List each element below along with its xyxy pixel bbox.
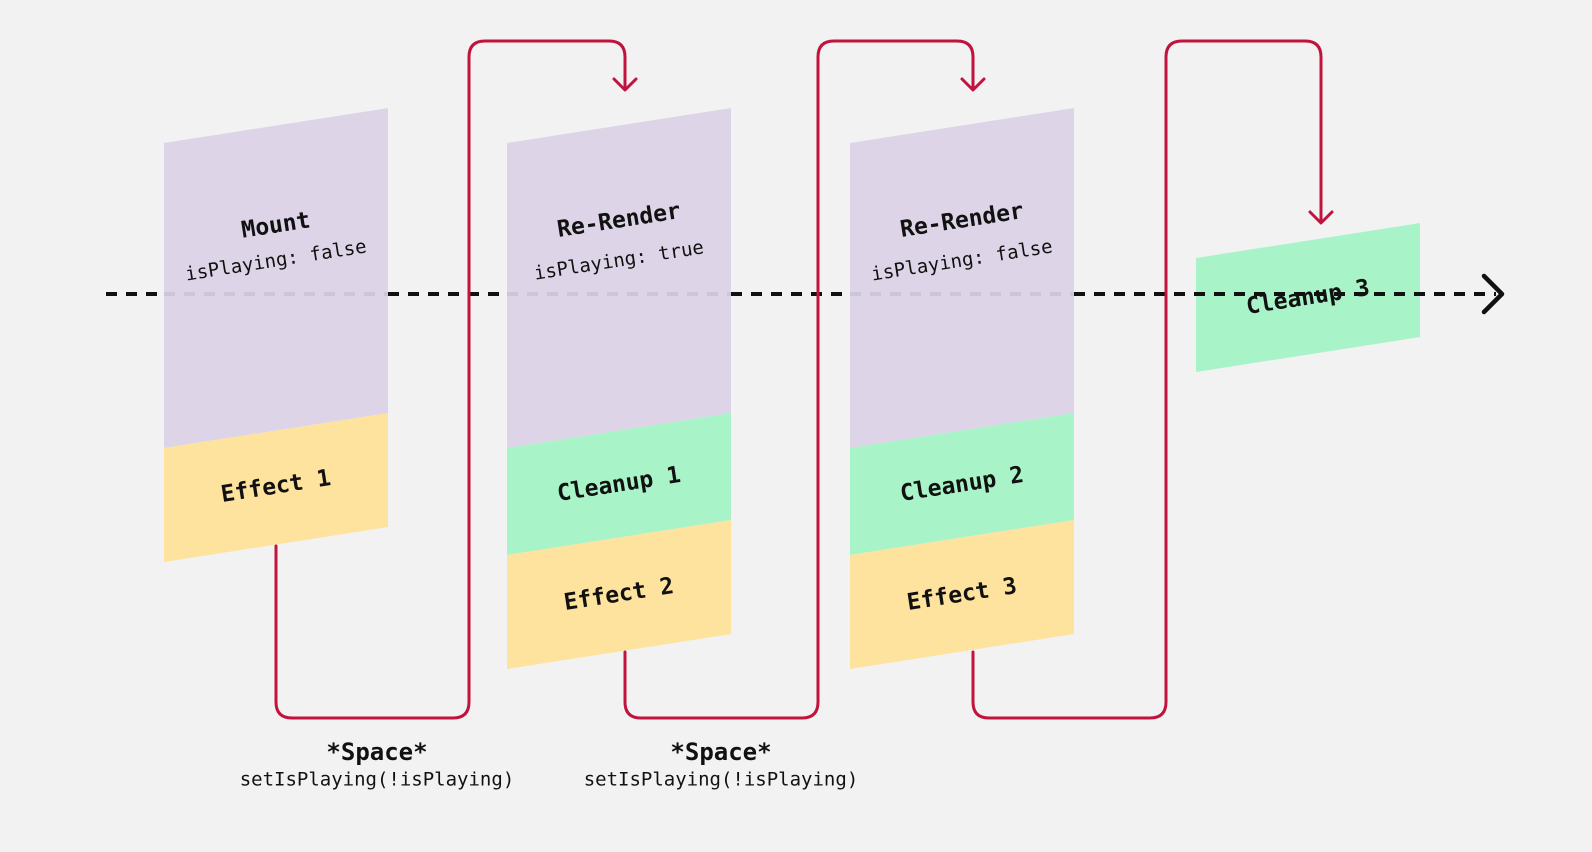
event-call-1: setIsPlaying(!isPlaying) <box>240 769 515 791</box>
event-key-2: *Space* <box>670 738 771 766</box>
event-call-2: setIsPlaying(!isPlaying) <box>584 769 859 791</box>
column-rerender-2 <box>850 108 1074 669</box>
cleanup-block-1 <box>507 413 731 555</box>
flow-path-1 <box>274 39 627 720</box>
effect-block-2 <box>507 520 731 669</box>
timeline <box>106 273 1505 315</box>
cleanup-block-2 <box>850 413 1074 555</box>
timeline-arrowhead-icon <box>1481 273 1505 315</box>
flow-path-2 <box>623 39 975 720</box>
event-key-1: *Space* <box>326 738 427 766</box>
render-block-rerender-2 <box>850 108 1074 448</box>
flow-path-3 <box>971 39 1323 720</box>
render-block-mount <box>164 108 388 448</box>
flow-arrowhead-icon <box>612 77 638 92</box>
effect-block-3 <box>850 520 1074 669</box>
column-rerender-1 <box>507 108 731 669</box>
column-mount <box>164 108 388 562</box>
flow-arrowhead-icon <box>1308 210 1334 225</box>
flow-arrowhead-icon <box>960 77 986 92</box>
cleanup-block-3 <box>1196 223 1420 372</box>
render-block-rerender-1 <box>507 108 731 448</box>
effect-block-1 <box>164 413 388 562</box>
